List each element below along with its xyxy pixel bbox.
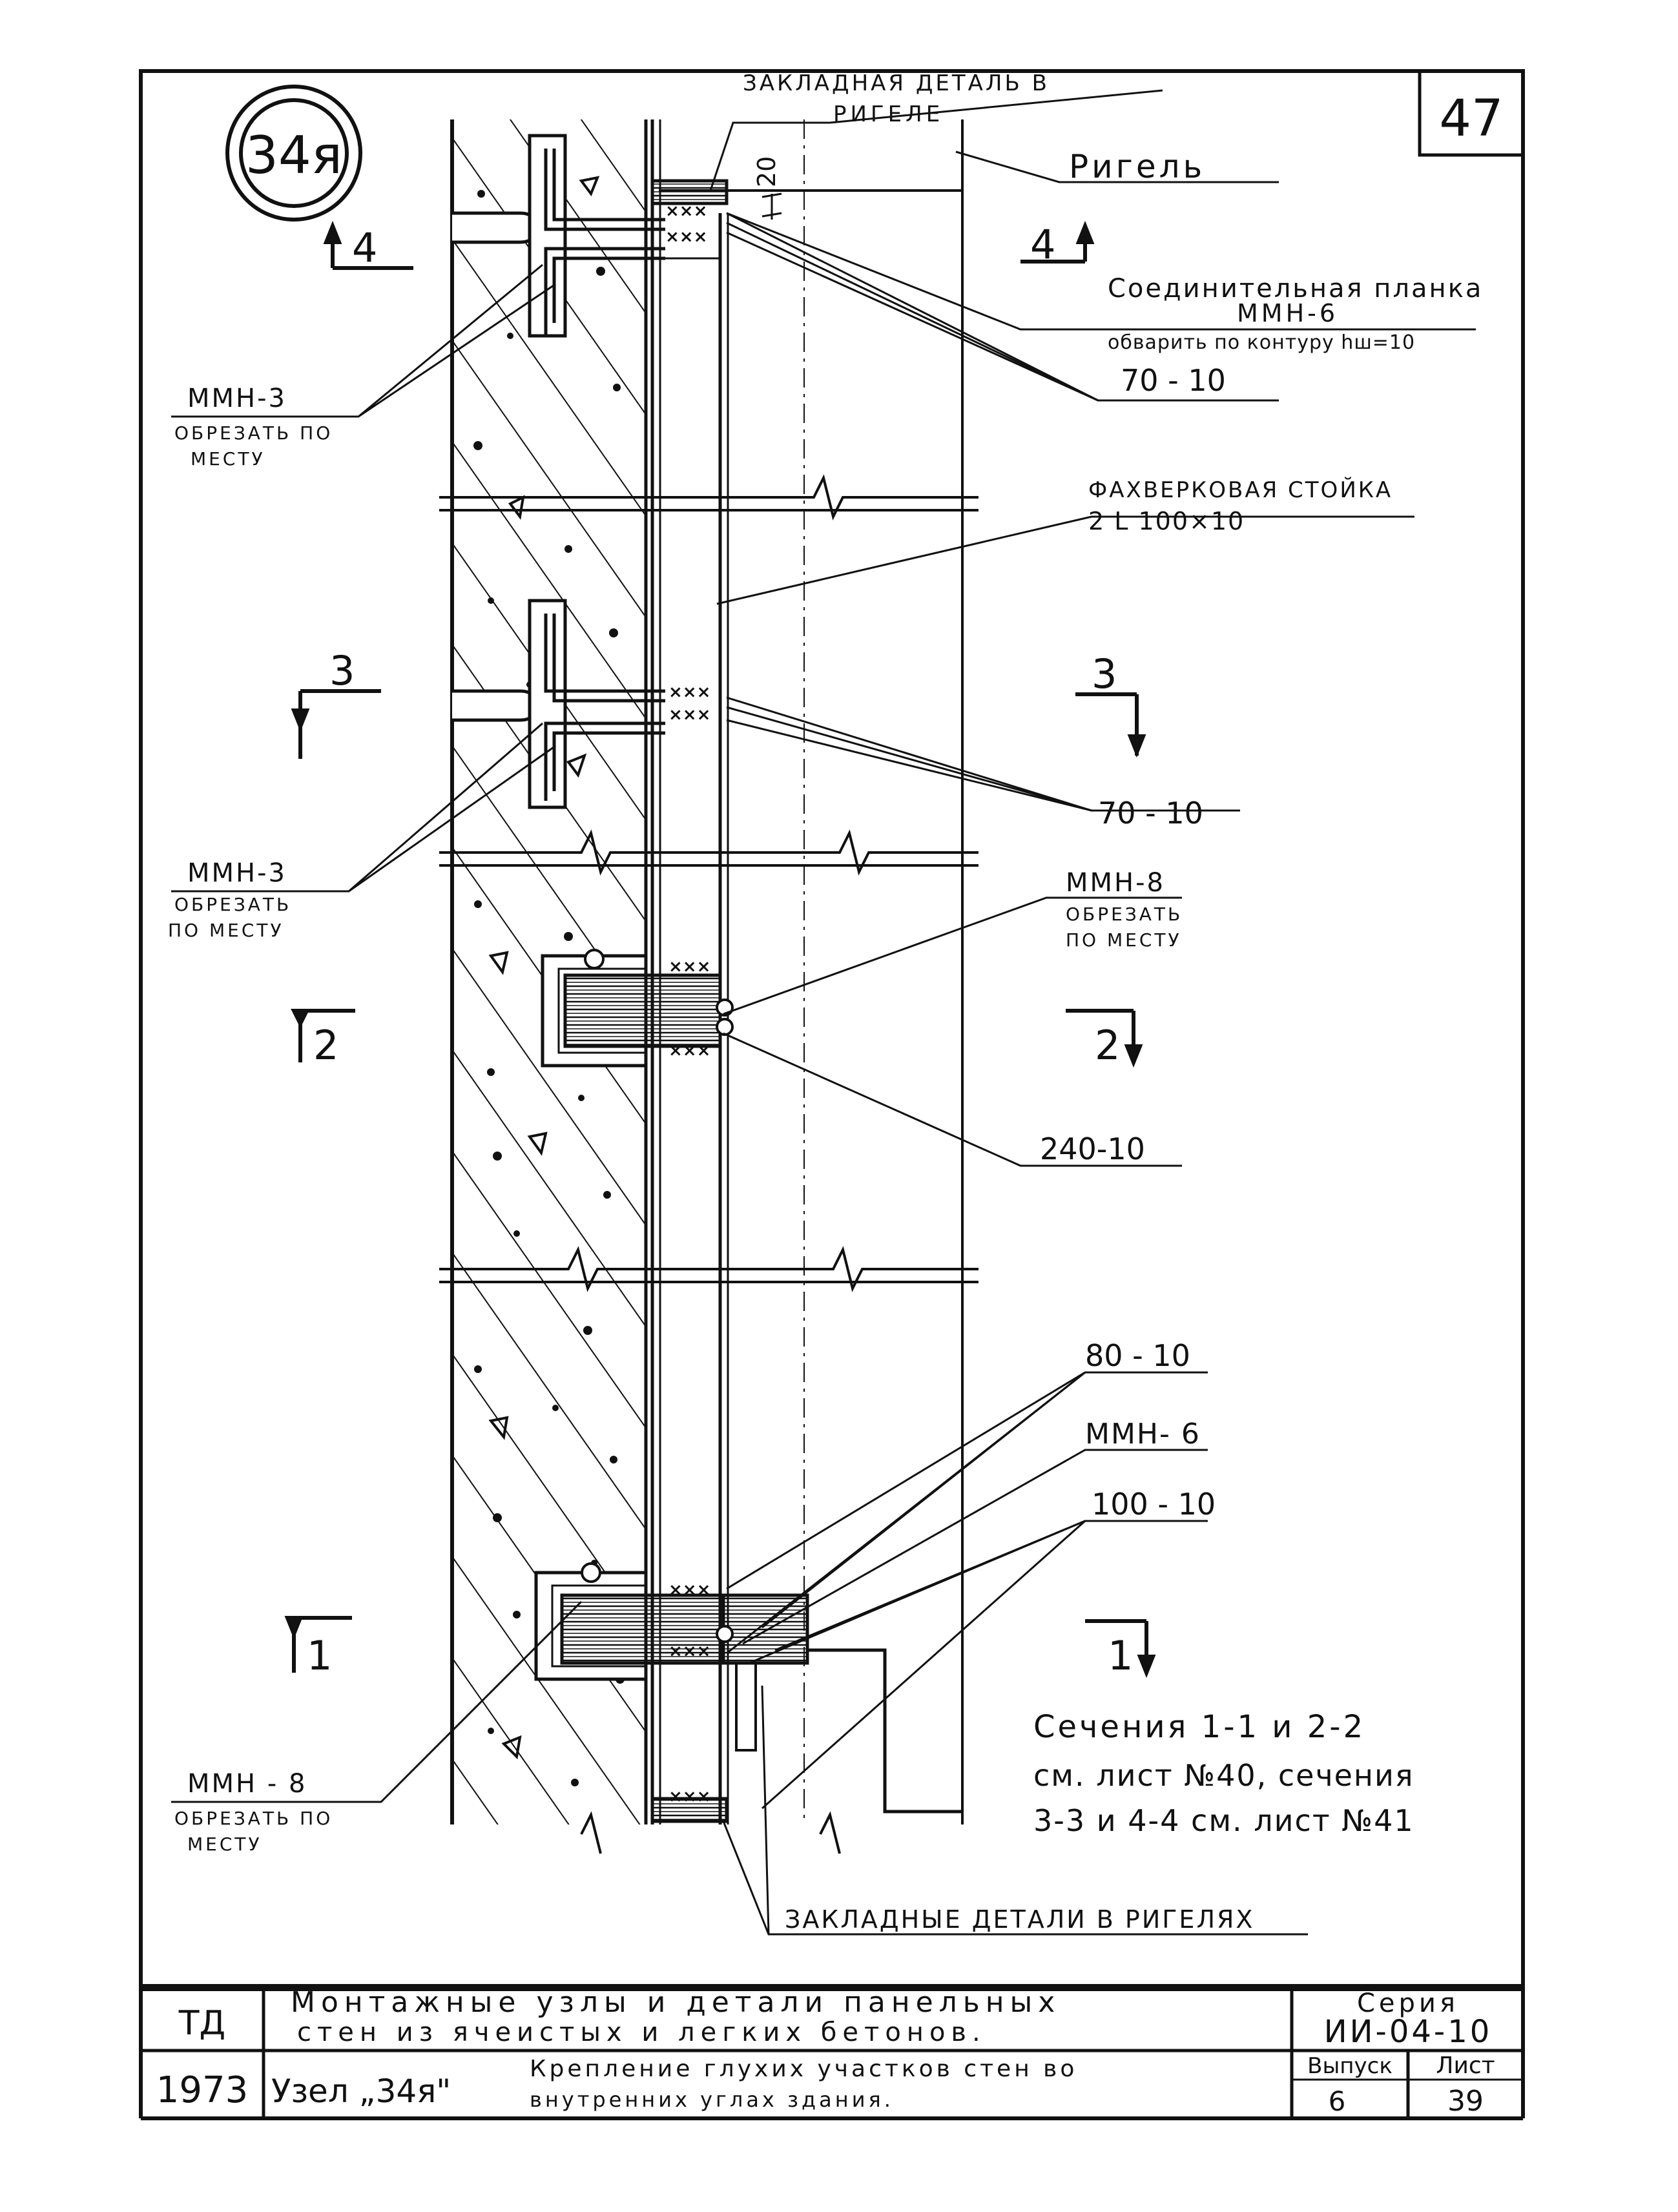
mmn3-b-label-1: ММН-3 — [187, 858, 287, 888]
mmn3-a-label-2: ОБРЕЗАТЬ ПО — [174, 422, 333, 444]
rigel-embed-top — [650, 179, 729, 205]
mmn3-a-label-3: МЕСТУ — [191, 448, 265, 470]
svg-text:2: 2 — [1095, 1022, 1120, 1069]
zakladnaya-label-1: ЗАКЛАДНАЯ ДЕТАЛЬ В — [743, 70, 1050, 96]
issue-value: 6 — [1329, 2085, 1346, 2117]
mmn8-a-label-2: ОБРЕЗАТЬ — [1066, 904, 1183, 925]
mmn8-b-label-3: МЕСТУ — [187, 1834, 262, 1855]
weld-240-10: 240-10 — [1040, 1132, 1145, 1166]
mmn8-b-label-1: ММН - 8 — [187, 1769, 307, 1799]
note-line-1: Сечения 1-1 и 2-2 — [1033, 1709, 1365, 1745]
svg-text:47: 47 — [1439, 90, 1503, 148]
fachwerk-label-1: ФАХВЕРКОВАЯ СТОЙКА — [1088, 477, 1393, 503]
svg-text:×××: ××× — [665, 227, 707, 247]
break-lines — [439, 474, 979, 1854]
svg-text:2: 2 — [313, 1022, 338, 1069]
dimension-20-label: 20 — [752, 156, 781, 187]
rigel-embed-bottom — [650, 1797, 729, 1823]
note-line-3: 3-3 и 4-4 см. лист №41 — [1033, 1803, 1414, 1838]
mmn3-a-label-1: ММН-3 — [187, 384, 287, 413]
series-label: Серия — [1357, 1989, 1459, 2018]
anchor-mmn3-top — [528, 134, 665, 338]
series-value: ИИ-04-10 — [1324, 2014, 1493, 2050]
svg-text:3: 3 — [329, 647, 355, 694]
dimension-20 — [761, 192, 782, 220]
svg-text:×××: ××× — [668, 705, 710, 725]
mmn8-a-label-1: ММН-8 — [1066, 868, 1165, 898]
weld-100-10: 100 - 10 — [1092, 1487, 1216, 1522]
soed-label-1: Соединительная планка — [1108, 274, 1483, 304]
embed-mmn8-upper — [541, 949, 734, 1068]
weld-70-10-a: 70 - 10 — [1121, 363, 1226, 398]
weld-70-10-b: 70 - 10 — [1098, 796, 1203, 831]
drawing-frame — [139, 69, 1525, 1991]
weld-80-10: 80 - 10 — [1085, 1338, 1190, 1373]
sheet-value: 39 — [1447, 2085, 1484, 2118]
svg-text:1: 1 — [307, 1632, 332, 1679]
mmn3-b-label-3: ПО МЕСТУ — [168, 920, 284, 941]
svg-text:×××: ××× — [668, 957, 710, 977]
title-line-1: Монтажные узлы и детали панельных — [291, 1986, 1061, 2019]
mmn8-b-label-2: ОБРЕЗАТЬ ПО — [174, 1808, 333, 1829]
zakladnye-bottom-label: ЗАКЛАДНЫЕ ДЕТАЛИ В РИГЕЛЯХ — [785, 1905, 1254, 1934]
org-code: ТД — [178, 2004, 225, 2043]
desc-line-1: Крепление глухих участков стен во — [530, 2056, 1077, 2082]
zakladnaya-label-2: РИГЕЛЕ — [833, 101, 944, 127]
note-line-2: см. лист №40, сечения — [1033, 1758, 1414, 1793]
fachwerk-label-2: 2 L 100×10 — [1088, 507, 1245, 535]
section-mark-labels: 4 4 3 3 2 2 1 1 — [307, 221, 1133, 1679]
mmn8-a-label-3: ПО МЕСТУ — [1066, 929, 1182, 951]
rigel-label: Ригель — [1069, 148, 1205, 185]
anchor-mmn3-middle — [528, 599, 665, 809]
title-line-2: стен из ячеистых и легких бетонов. — [297, 2018, 986, 2047]
issue-label: Выпуск — [1307, 2053, 1393, 2079]
svg-text:4: 4 — [1030, 221, 1055, 268]
svg-text:1: 1 — [1108, 1632, 1133, 1679]
year: 1973 — [156, 2069, 249, 2111]
title-block — [139, 1984, 1525, 2120]
mmn3-b-label-2: ОБРЕЗАТЬ — [174, 894, 291, 915]
svg-text:3: 3 — [1092, 650, 1117, 698]
page-number-box: 47 — [1418, 69, 1525, 157]
sheet-label: Лист — [1436, 2052, 1495, 2079]
mmn6-label: ММН- 6 — [1085, 1418, 1201, 1451]
section-marks — [284, 220, 1156, 1679]
node-label: Узел „34я" — [271, 2072, 451, 2110]
node-badge: 34я — [225, 85, 362, 222]
svg-text:4: 4 — [352, 224, 377, 271]
leader-lines — [171, 89, 1476, 1936]
svg-text:×××: ××× — [668, 683, 710, 702]
soed-label-2: ММН-6 — [1237, 299, 1338, 327]
soed-label-3: обварить по контуру hш=10 — [1108, 331, 1415, 354]
embed-mmn8-lower — [534, 1562, 962, 1814]
svg-text:34я: 34я — [245, 125, 342, 185]
desc-line-2: внутренних углах здания. — [530, 2087, 894, 2112]
